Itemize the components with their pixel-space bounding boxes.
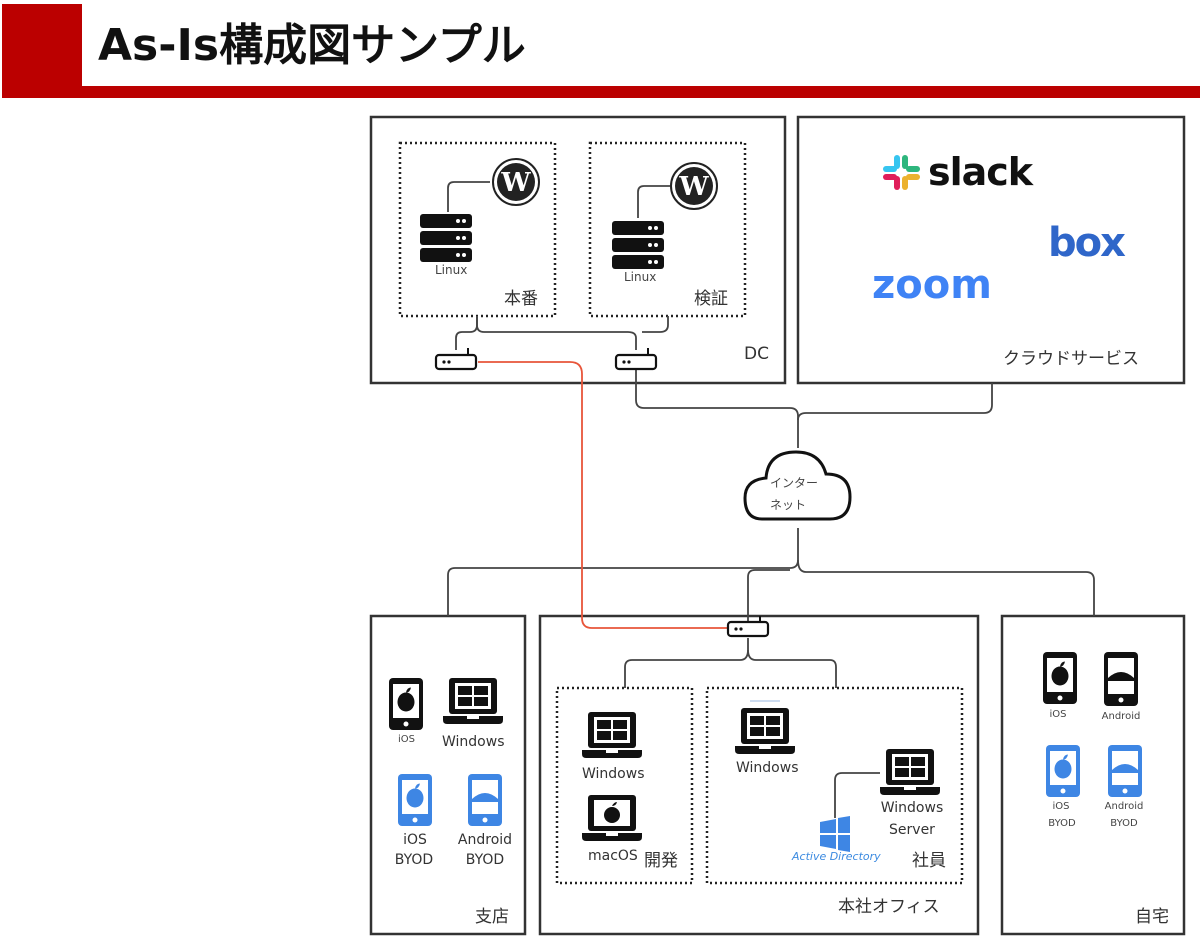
internet-cloud-icon [743,450,852,521]
device-label: iOS [403,832,427,848]
phone-ios-icon [1043,652,1077,704]
device-label: macOS [588,848,638,864]
zone-dc [369,115,787,385]
vpn-line [478,361,728,629]
phone-android-byod-icon [1108,745,1142,797]
zone-label-dc: DC [744,344,769,364]
zone-label-head-office: 本社オフィス [838,897,940,917]
router-icon-head-office [726,620,770,638]
page-title: As-Is構成図サンプル [98,20,526,71]
device-label: Windows [442,734,505,750]
zoom-logo-text: zoom [872,262,992,308]
device-label: Android [1101,711,1141,722]
phone-android-byod-icon [468,774,502,826]
device-label: Windows [880,800,944,816]
zone-label-home: 自宅 [1135,907,1169,927]
device-label: Windows [736,760,799,776]
laptop-windows-icon-dev [582,712,642,758]
device-label: iOS [1052,801,1070,812]
windows-server-icon [880,749,940,795]
internet-label-line2: ネット [770,498,807,512]
zone-branch [369,614,527,936]
linux-server-icon-staging [612,221,664,269]
device-label: BYOD [465,852,505,868]
box-logo-text: box [1048,220,1126,266]
active-directory-icon [820,816,850,852]
group-label-production: 本番 [504,289,538,309]
zone-cloud-services [796,115,1186,385]
laptop-windows-icon-staff [735,708,795,754]
wordpress-icon-production [492,158,540,206]
device-label: Android [457,832,513,848]
group-label-dev: 開発 [644,851,678,871]
group-label-staff: 社員 [912,851,946,871]
device-label: BYOD [394,852,434,868]
device-label: iOS [398,734,415,745]
linux-server-icon-production [420,214,472,262]
router-icon-dc-1 [434,353,478,371]
laptop-windows-icon-branch [443,678,503,724]
phone-ios-byod-icon [398,774,432,826]
zone-home [1000,614,1186,936]
internet-label-line1: インター [770,476,819,490]
active-directory-label: Active Directory [792,850,881,863]
zone-label-cloud-services: クラウドサービス [1003,349,1139,369]
device-label: Android [1104,801,1144,812]
zone-label-branch: 支店 [475,907,509,927]
device-label: BYOD [1048,818,1076,829]
header-accent-block [2,4,82,98]
laptop-macos-icon-dev [582,795,642,841]
router-icon-dc-2 [614,353,658,371]
phone-android-icon [1104,652,1138,706]
server-label-production: Linux [435,263,468,277]
slack-logo-icon [883,155,920,190]
device-label: Windows [582,766,645,782]
phone-ios-icon [389,678,423,730]
slack-logo-text: slack [928,150,1033,194]
device-label: iOS [1049,709,1067,720]
group-label-staging: 検証 [694,289,728,309]
server-label-staging: Linux [624,270,657,284]
header-underline-bar [2,86,1200,98]
wordpress-icon-staging [670,162,718,210]
device-label: Server [889,822,935,838]
device-label: BYOD [1110,818,1138,829]
phone-ios-byod-icon [1046,745,1080,797]
